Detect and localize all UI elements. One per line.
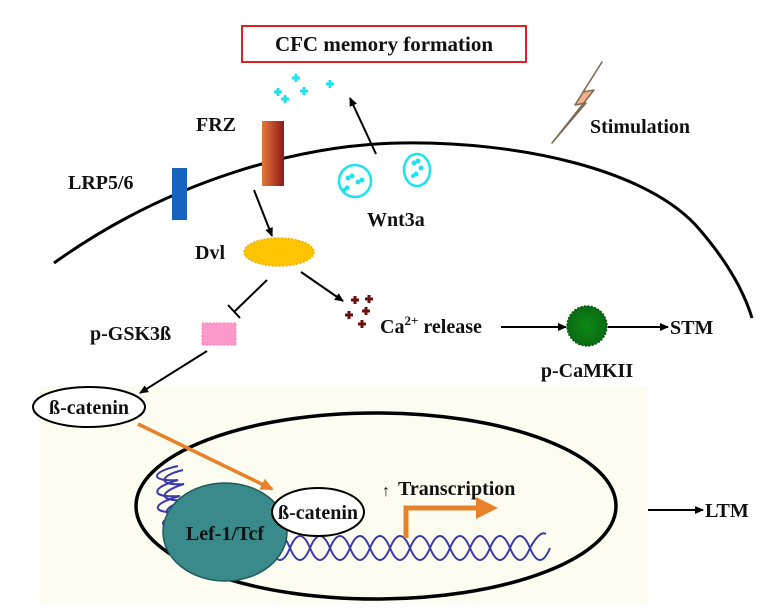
- beta-catenin-cytoplasmic: ß-catenin: [32, 386, 146, 428]
- frz-to-dvl-arrow: [253, 189, 273, 237]
- transcription-arrowhead: [476, 497, 498, 519]
- dna-helix: [156, 465, 551, 561]
- title-box: CFC memory formation: [241, 25, 527, 63]
- nucleus-membrane: [134, 411, 618, 601]
- dvl-to-calcium-arrow: [300, 271, 344, 302]
- calcium-symbol: Ca: [380, 316, 404, 338]
- wnt-particle: [292, 74, 300, 82]
- cell-membrane: [53, 141, 754, 319]
- beta-catenin-nuclear: ß-catenin: [271, 487, 365, 537]
- frizzled-receptor: [262, 121, 284, 186]
- dvl-inhibits-gsk-line: [227, 279, 268, 319]
- transcription-start-arrow: [403, 505, 480, 538]
- lrp5-6-label: LRP5/6: [68, 172, 134, 194]
- nuclear-translocation-arrow: [137, 422, 274, 491]
- wnt-particle: [326, 80, 334, 88]
- stimulation-label: Stimulation: [590, 116, 690, 138]
- wnt3a-vesicle: [402, 152, 432, 188]
- lightning-bolt-icon: [551, 61, 603, 144]
- beta-catenin-nuclear-label: ß-catenin: [278, 502, 358, 524]
- calcium-release-label: Ca2+ release: [380, 313, 482, 338]
- released-wnt-particles: [274, 74, 334, 103]
- title-text: CFC memory formation: [275, 32, 493, 56]
- calcium-charge: 2+: [404, 313, 418, 328]
- p-camkii-label: p-CaMKII: [541, 360, 633, 382]
- release-text: release: [418, 316, 482, 338]
- lrp5-6-receptor: [172, 168, 187, 220]
- dvl-protein: [243, 237, 315, 267]
- wnt-particle: [300, 87, 308, 95]
- transcription-up-icon: ↑: [382, 483, 390, 500]
- wnt-particle: [274, 88, 282, 96]
- wnt3a-vesicle: [337, 163, 373, 199]
- stm-label: STM: [670, 317, 713, 339]
- frizzled-label: FRZ: [196, 114, 236, 136]
- wnt-particle: [281, 95, 289, 103]
- lef1-tcf-label: Lef-1/Tcf: [186, 523, 264, 545]
- gsk-to-beta-catenin-arrow: [139, 350, 208, 394]
- ltm-label: LTM: [705, 500, 749, 522]
- calcium-particles: [345, 295, 373, 328]
- p-camkii-protein: [566, 305, 608, 347]
- wnt3a-label: Wnt3a: [367, 209, 425, 231]
- transcription-label: Transcription: [398, 478, 515, 500]
- p-gsk3b-label: p-GSK3ß: [90, 323, 171, 345]
- dvl-label: Dvl: [195, 242, 225, 264]
- lef1-tcf-protein: Lef-1/Tcf: [162, 482, 288, 582]
- beta-catenin-cytoplasmic-label: ß-catenin: [49, 397, 129, 419]
- p-gsk3b-protein: [201, 322, 237, 346]
